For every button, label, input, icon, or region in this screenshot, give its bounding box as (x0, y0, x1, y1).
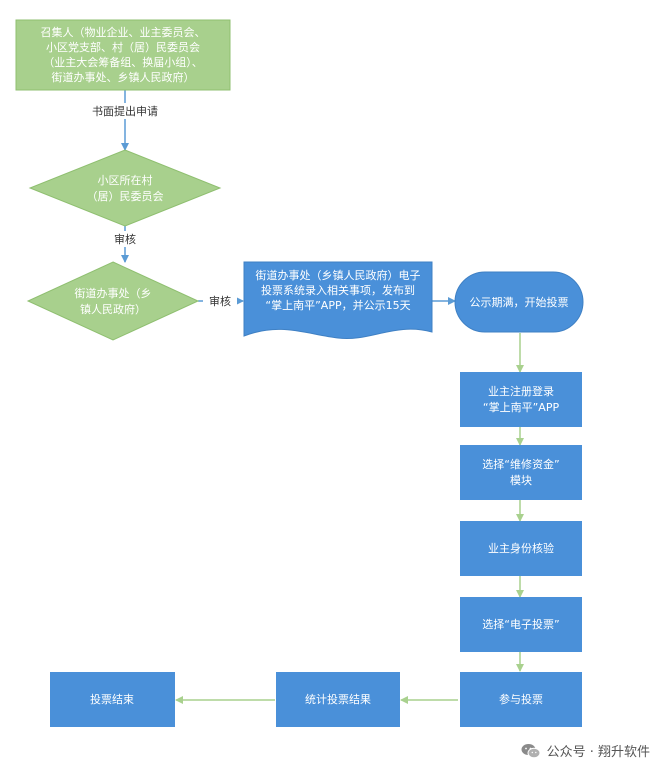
svg-text:选择“维修资金”: 选择“维修资金” (482, 457, 559, 471)
svg-text:街道办事处（乡镇人民政府）电子: 街道办事处（乡镇人民政府）电子 (256, 268, 421, 282)
public-start-voting-text: 公示期满，开始投票 (470, 295, 569, 309)
edge-label-audit2: 审核 (209, 294, 231, 308)
svg-text:街道办事处、乡镇人民政府）: 街道办事处、乡镇人民政府） (52, 70, 195, 84)
register-login-node (460, 372, 582, 427)
review-street-text: 街道办事处（乡 镇人民政府） (75, 286, 152, 316)
svg-text:（居）民委员会: （居）民委员会 (87, 190, 164, 203)
svg-text:业主注册登录: 业主注册登录 (488, 384, 554, 398)
cast-vote-node (460, 672, 582, 727)
wechat-icon (521, 743, 541, 758)
identity-verify-text: 业主身份核验 (488, 541, 554, 555)
svg-text:（业主大会筹备组、换届小组）、: （业主大会筹备组、换届小组）、 (43, 55, 203, 69)
watermark-text: 公众号 · 翔升软件 (546, 745, 650, 760)
svg-text:街道办事处（乡: 街道办事处（乡 (75, 286, 152, 300)
review-village-text: 小区所在村 （居）民委员会 (87, 173, 164, 203)
svg-text:小区党支部、村（居）民委员会: 小区党支部、村（居）民委员会 (46, 40, 200, 54)
voting-end-node (50, 672, 175, 727)
select-evote-node (460, 597, 582, 652)
watermark: 公众号 · 翔升软件 (521, 741, 650, 760)
publish-document-node (243, 261, 433, 340)
review-street-diamond (26, 261, 200, 341)
cast-vote-text: 参与投票 (499, 692, 543, 706)
edge-label-apply: 书面提出申请 (92, 104, 158, 118)
voting-end-text: 投票结束 (90, 692, 134, 706)
identity-verify-node (460, 521, 582, 576)
svg-text:“掌上南平”APP，并公示15天: “掌上南平”APP，并公示15天 (265, 298, 410, 312)
svg-text:“掌上南平”APP: “掌上南平”APP (483, 400, 560, 414)
start-node (15, 19, 231, 91)
select-module-text: 选择“维修资金” 模块 (482, 457, 559, 487)
register-login-text: 业主注册登录 “掌上南平”APP (483, 384, 560, 414)
svg-text:召集人（物业企业、业主委员会、: 召集人（物业企业、业主委员会、 (41, 25, 206, 39)
count-results-text: 统计投票结果 (305, 692, 371, 706)
public-start-voting-node (454, 271, 584, 333)
publish-document-text: 街道办事处（乡镇人民政府）电子 投票系统录入相关事项，发布到 “掌上南平”APP… (256, 268, 421, 312)
count-results-node (276, 672, 400, 727)
start-node-text: 召集人（物业企业、业主委员会、 小区党支部、村（居）民委员会 （业主大会筹备组、… (41, 25, 206, 84)
svg-text:小区所在村: 小区所在村 (98, 173, 153, 187)
svg-text:镇人民政府）: 镇人民政府） (80, 302, 146, 316)
edge-label-audit1: 审核 (114, 232, 136, 246)
select-evote-text: 选择“电子投票” (482, 617, 559, 631)
svg-text:投票系统录入相关事项，发布到: 投票系统录入相关事项，发布到 (261, 283, 415, 297)
review-village-diamond (28, 149, 222, 227)
select-module-node (460, 445, 582, 500)
svg-text:模块: 模块 (510, 474, 532, 487)
